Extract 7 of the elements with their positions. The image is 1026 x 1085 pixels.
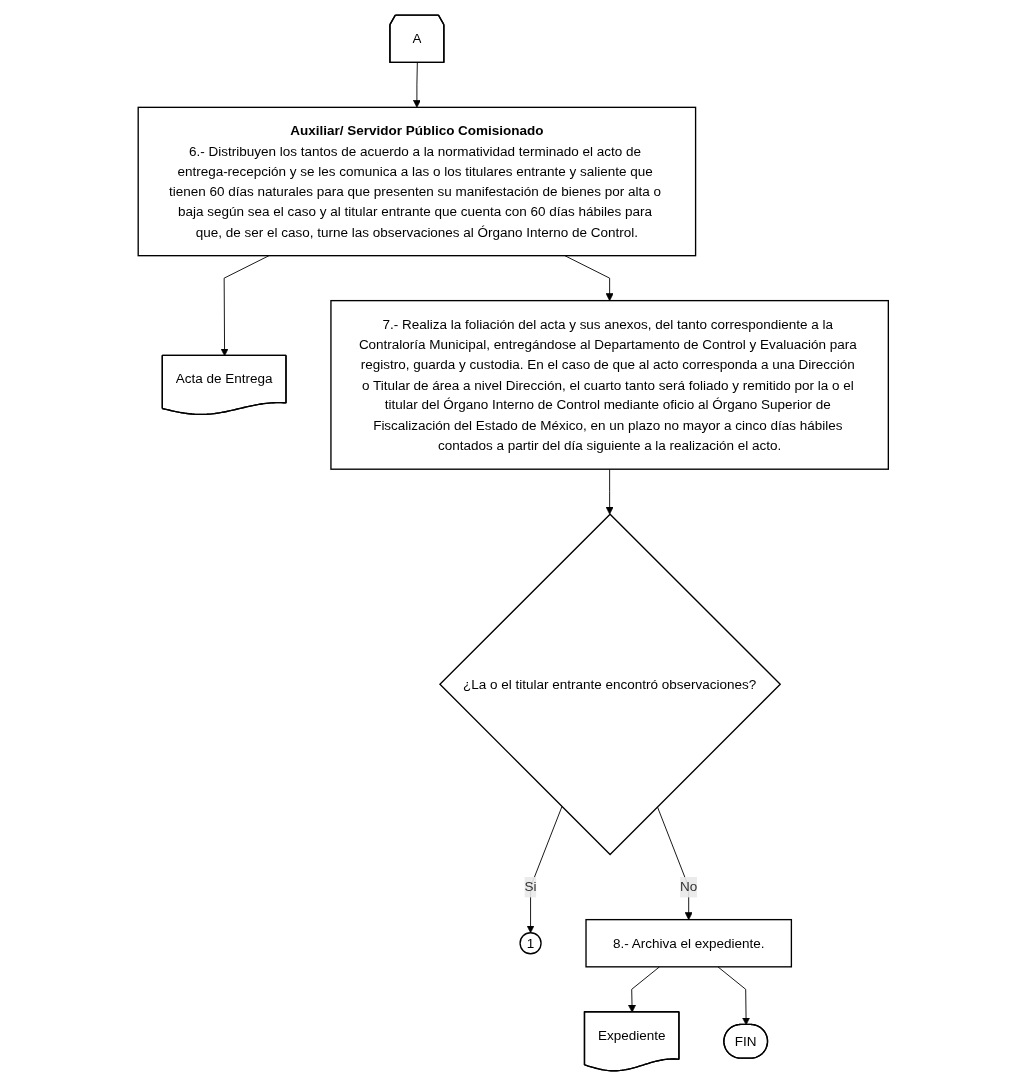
node-circle: 1 xyxy=(519,931,542,954)
edge-label: Si xyxy=(524,878,537,894)
node-diamond: ¿La o el titular entrante encontró observaciones? xyxy=(438,512,781,855)
node-box: Auxiliar/ Servidor Público Comisionado 6.- Distribuyen los tantos de acuerdo a la normatividad terminado el acto de entrega-recepción y se les comunica a las o los titulares entrante y saliente que tienen 60 días naturales para que presenten su manifestación de bienes por alta o baja según sea el caso y al titular entrante que cuenta con 60 días hábiles para que, de ser el caso, turne las observaciones al Órgano Interno de Control. xyxy=(137,106,696,256)
edge-label: No xyxy=(679,878,698,894)
node-box: 7.- Realiza la foliación del acta y sus anexos, del tanto correspondiente a la Contraloría Municipal, entregándose al Departamento de Control y Evaluación para registro, guarda y custodia. En el caso de que al acto corresponda a una Dirección o Titular de área a nivel Dirección, el cuarto tanto será foliado y remitido por la o el titular del Órgano Interno de Control mediante oficio al Órgano Superior de Fiscalización del Estado de México, en un plazo no mayor a cinco días hábiles contados a partir del día siguiente a la realización el acto. xyxy=(330,299,889,470)
node-box: 8.- Archiva el expediente. xyxy=(585,918,792,968)
